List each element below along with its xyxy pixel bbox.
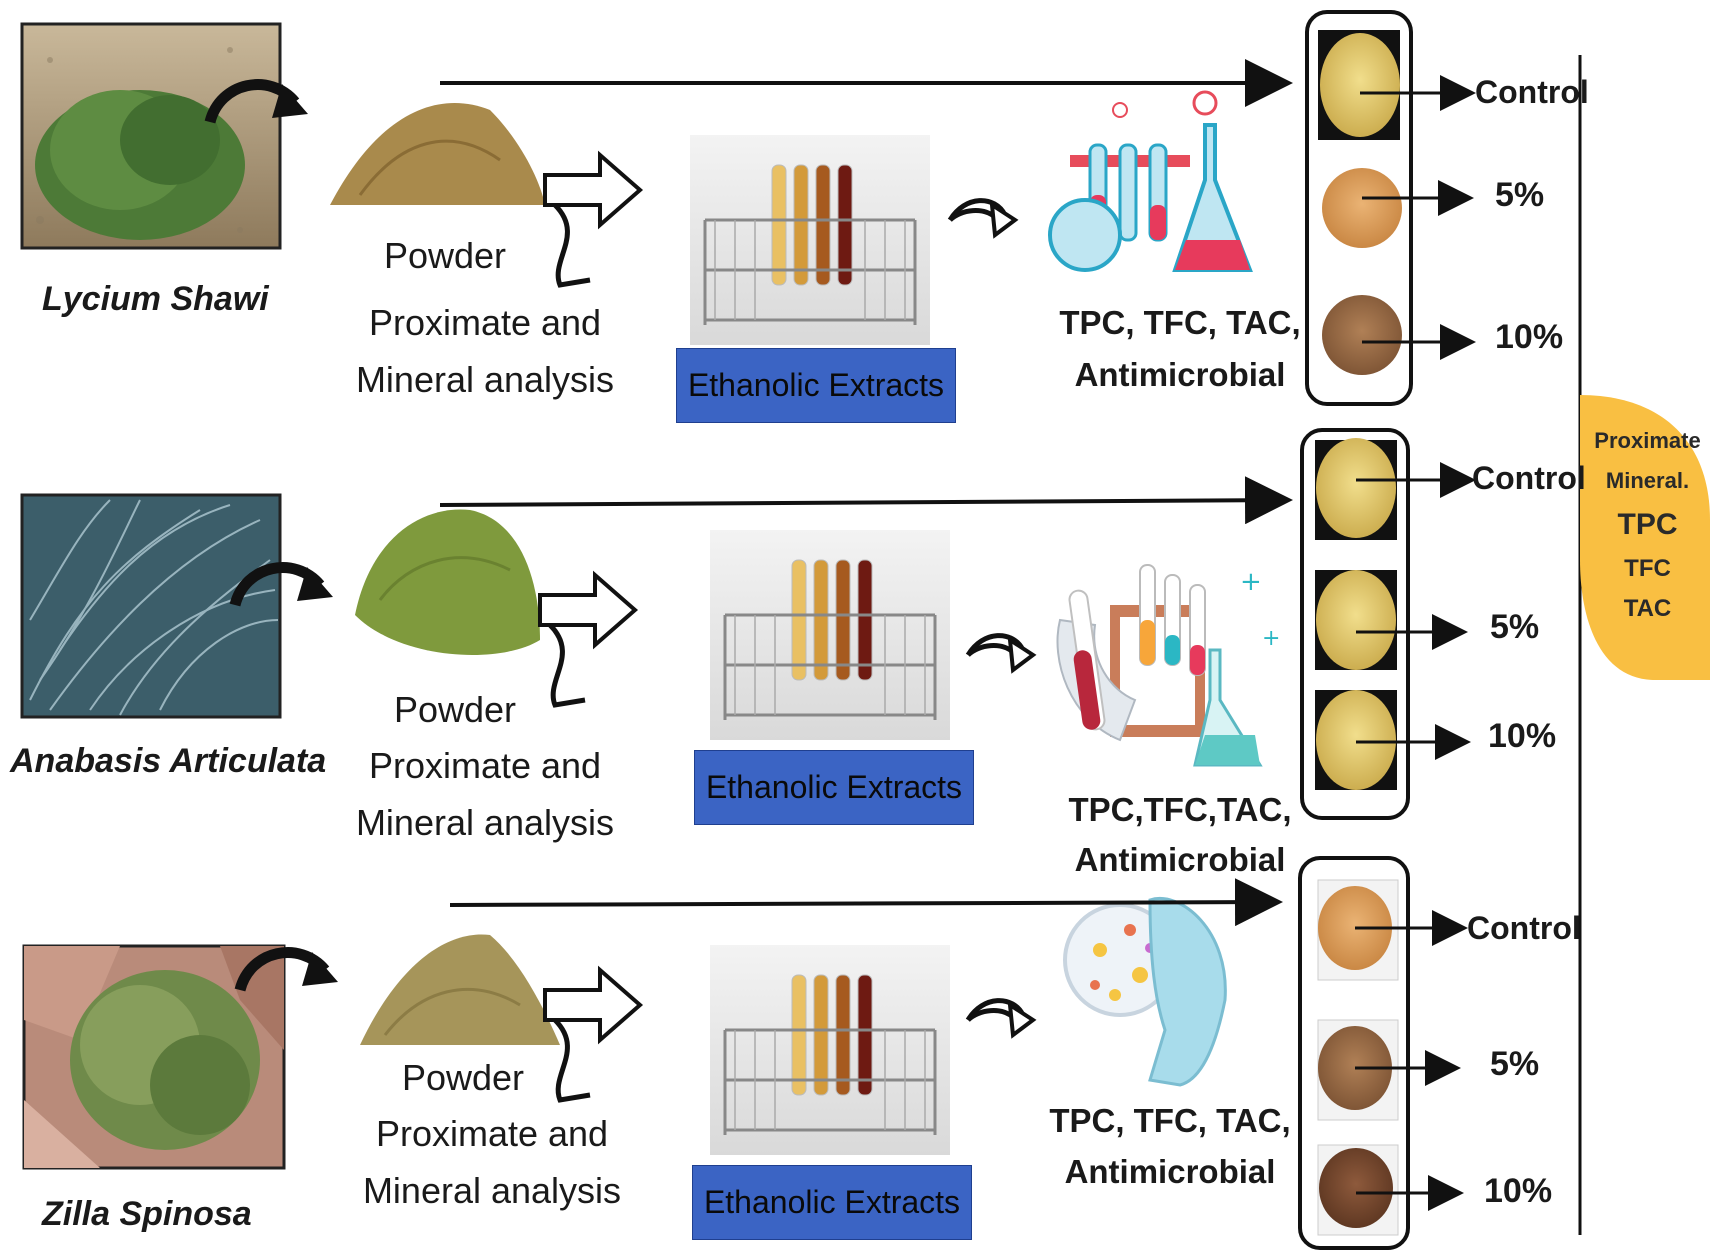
assay-label: Antimicrobial bbox=[1064, 1153, 1276, 1190]
assay-label: TPC, TFC, TAC, bbox=[1049, 1102, 1291, 1139]
ethanolic-extracts-box: Ethanolic Extracts bbox=[692, 1165, 972, 1240]
badge-line-proximate: Proximate bbox=[1594, 428, 1701, 453]
analysis-label: Mineral analysis bbox=[355, 802, 615, 843]
hollow-arrow-icon bbox=[545, 970, 640, 1100]
sample-label-control: Control bbox=[1467, 910, 1581, 946]
badge-line-mineral: Mineral. bbox=[1605, 468, 1690, 493]
petri-dish-hand-icon bbox=[1063, 897, 1227, 1087]
svg-text:+: + bbox=[1240, 567, 1262, 597]
powder-pile-anabasis bbox=[355, 509, 540, 655]
ethanolic-extracts-box: Ethanolic Extracts bbox=[694, 750, 974, 825]
row-lycium bbox=[20, 10, 1476, 406]
powder-label: Powder bbox=[383, 235, 507, 276]
assay-label: TPC, TFC, TAC, bbox=[1059, 304, 1301, 341]
lab-hand-tube-icon: + + bbox=[1056, 564, 1280, 767]
species-name: Anabasis Articulata bbox=[10, 742, 327, 780]
row-anabasis: + + bbox=[20, 428, 1476, 820]
sample-label-10: 10% bbox=[1495, 318, 1564, 356]
sample-label-10: 10% bbox=[1484, 1172, 1553, 1210]
sample-label-control: Control bbox=[1475, 74, 1589, 110]
extract-rack-anabasis bbox=[708, 528, 952, 742]
sample-label-5: 5% bbox=[1490, 1045, 1540, 1083]
small-curl-arrow-icon bbox=[968, 636, 1033, 670]
assay-label: Antimicrobial bbox=[1074, 356, 1286, 393]
sample-label-5: 5% bbox=[1490, 608, 1540, 646]
analysis-label: Mineral analysis bbox=[355, 359, 615, 400]
sample-label-5: 5% bbox=[1495, 176, 1545, 214]
powder-label: Powder bbox=[401, 1057, 525, 1098]
analysis-label: Proximate and bbox=[375, 1113, 609, 1154]
hollow-arrow-icon bbox=[540, 575, 635, 705]
species-name: Zilla Spinosa bbox=[42, 1195, 252, 1233]
badge-line-tac: TAC bbox=[1623, 595, 1672, 622]
badge-line-tfc: TFC bbox=[1624, 555, 1671, 582]
svg-text:+: + bbox=[1262, 626, 1280, 651]
analysis-label: Proximate and bbox=[368, 302, 602, 343]
badge-line-tpc: TPC bbox=[1617, 508, 1678, 541]
hollow-arrow-icon bbox=[545, 155, 640, 285]
powder-label: Powder bbox=[393, 689, 517, 730]
small-curl-arrow-icon bbox=[950, 201, 1015, 235]
row-zilla bbox=[22, 856, 1468, 1250]
summary-badge bbox=[1580, 395, 1710, 680]
ethanolic-extracts-box: Ethanolic Extracts bbox=[676, 348, 956, 423]
lab-glassware-icon bbox=[1048, 90, 1253, 272]
extract-rack-lycium bbox=[688, 133, 932, 347]
extract-rack-zilla bbox=[708, 943, 952, 1157]
small-curl-arrow-icon bbox=[968, 1001, 1033, 1035]
analysis-label: Mineral analysis bbox=[362, 1170, 622, 1211]
assay-label: Antimicrobial bbox=[1074, 841, 1286, 878]
powder-pile-lycium bbox=[330, 102, 545, 205]
sample-label-control: Control bbox=[1472, 460, 1586, 496]
assay-label: TPC,TFC,TAC, bbox=[1068, 791, 1292, 828]
species-name: Lycium Shawi bbox=[42, 280, 269, 318]
analysis-label: Proximate and bbox=[368, 745, 602, 786]
sample-label-10: 10% bbox=[1488, 717, 1557, 755]
